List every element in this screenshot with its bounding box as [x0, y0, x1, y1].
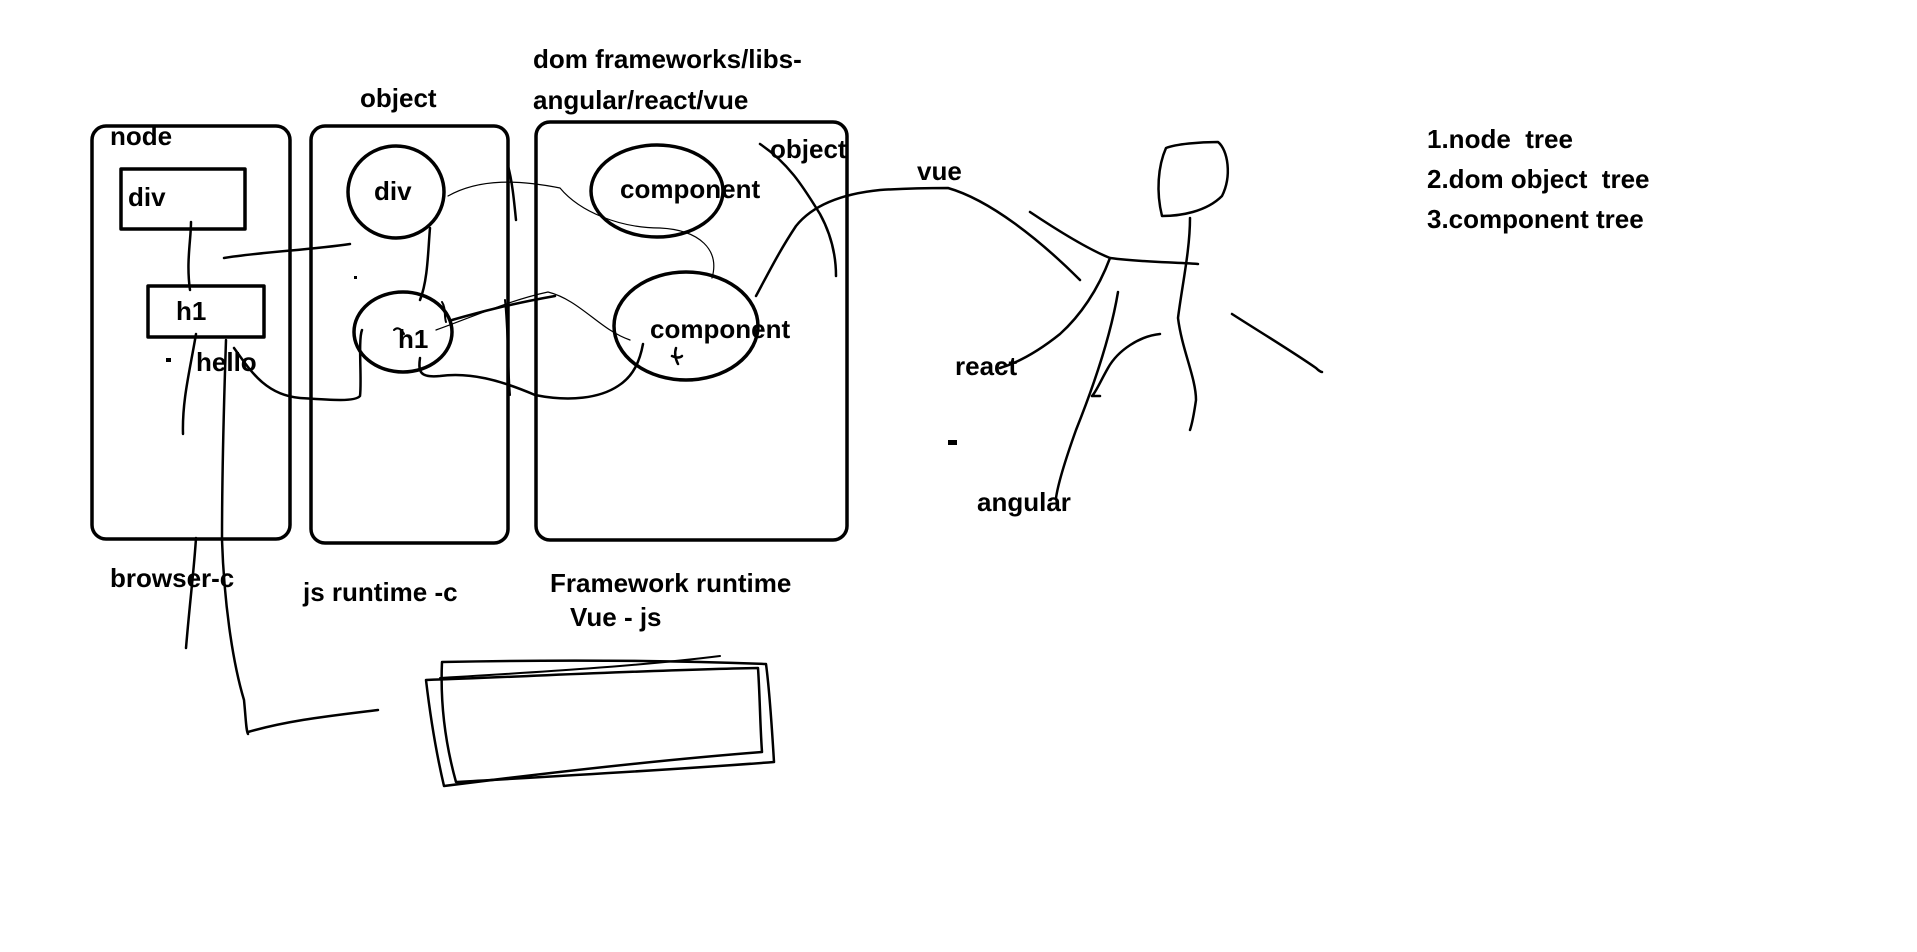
vue-label: vue	[917, 156, 962, 186]
div-object-stem	[418, 226, 432, 302]
component-bottom-ellipse	[612, 270, 760, 382]
h1-object-circle	[352, 290, 454, 374]
runtime-link-curve	[504, 299, 511, 396]
div-node-label: div	[128, 182, 166, 212]
component-inner-tick	[670, 346, 684, 366]
figure-leg-react	[998, 256, 1112, 370]
figure-head	[1157, 140, 1230, 218]
figure-leg-angular	[1054, 290, 1120, 500]
h1-node-label: h1	[176, 296, 207, 326]
browser-stem-line	[184, 536, 198, 650]
component-bottom-label: component	[650, 314, 791, 344]
node-to-object-line	[222, 242, 352, 260]
vue-js-label: Vue - js	[570, 602, 662, 632]
h1-node-box	[146, 284, 266, 339]
hello-to-bottom-line	[220, 338, 250, 736]
framework-runtime-label: Framework runtime	[550, 568, 792, 598]
bottom-box-outer	[440, 659, 776, 784]
h1-link-thick	[450, 294, 557, 322]
div-node-box	[119, 167, 247, 231]
h1-object-tail	[418, 342, 645, 400]
tree-item-1: 1.node tree	[1427, 124, 1573, 154]
hello-label: hello	[196, 347, 257, 377]
h1-object-label: h1	[398, 324, 429, 354]
div-to-h1-line	[187, 220, 193, 292]
div-object-circle	[346, 144, 446, 240]
bottom-box-inner	[424, 666, 764, 788]
hello-to-runtime-curve	[232, 328, 364, 402]
h1-to-hello-line	[181, 332, 198, 436]
component-top-label: component	[620, 174, 761, 204]
tree-item-3: 3.component tree	[1427, 204, 1644, 234]
react-label: react	[955, 351, 1018, 381]
div-object-label: div	[374, 176, 412, 206]
browser-label: browser-c	[110, 563, 235, 593]
dot-mark-runtime	[354, 276, 357, 279]
h1-to-component-link	[435, 291, 631, 341]
frameworks-title-line2: angular/react/vue	[533, 85, 749, 115]
component-top-ellipse	[589, 143, 725, 239]
figure-arrow	[1090, 332, 1162, 398]
bottom-connector	[246, 708, 380, 734]
framework-box	[534, 120, 849, 542]
browser-box	[90, 124, 292, 541]
tree-item-2: 2.dom object tree	[1427, 164, 1650, 194]
object-arc	[758, 142, 838, 278]
div-to-component-link	[447, 181, 715, 279]
figure-body	[1176, 216, 1198, 432]
object-top-label: object	[360, 83, 437, 113]
runtime-divider-scribble	[506, 164, 518, 222]
component-to-vue-curve	[754, 186, 1082, 298]
dot-mark-left	[166, 358, 171, 362]
bottom-box-top-stroke	[439, 655, 721, 679]
h1-mark	[393, 301, 447, 335]
dash-mark-react	[948, 440, 957, 445]
node-label: node	[110, 121, 173, 151]
angular-label: angular	[977, 487, 1071, 517]
frameworks-title-line1: dom frameworks/libs-	[533, 44, 802, 74]
object-right-label: object	[770, 134, 847, 164]
figure-right-leg	[1230, 312, 1324, 374]
js-runtime-label: js runtime -c	[303, 577, 458, 607]
